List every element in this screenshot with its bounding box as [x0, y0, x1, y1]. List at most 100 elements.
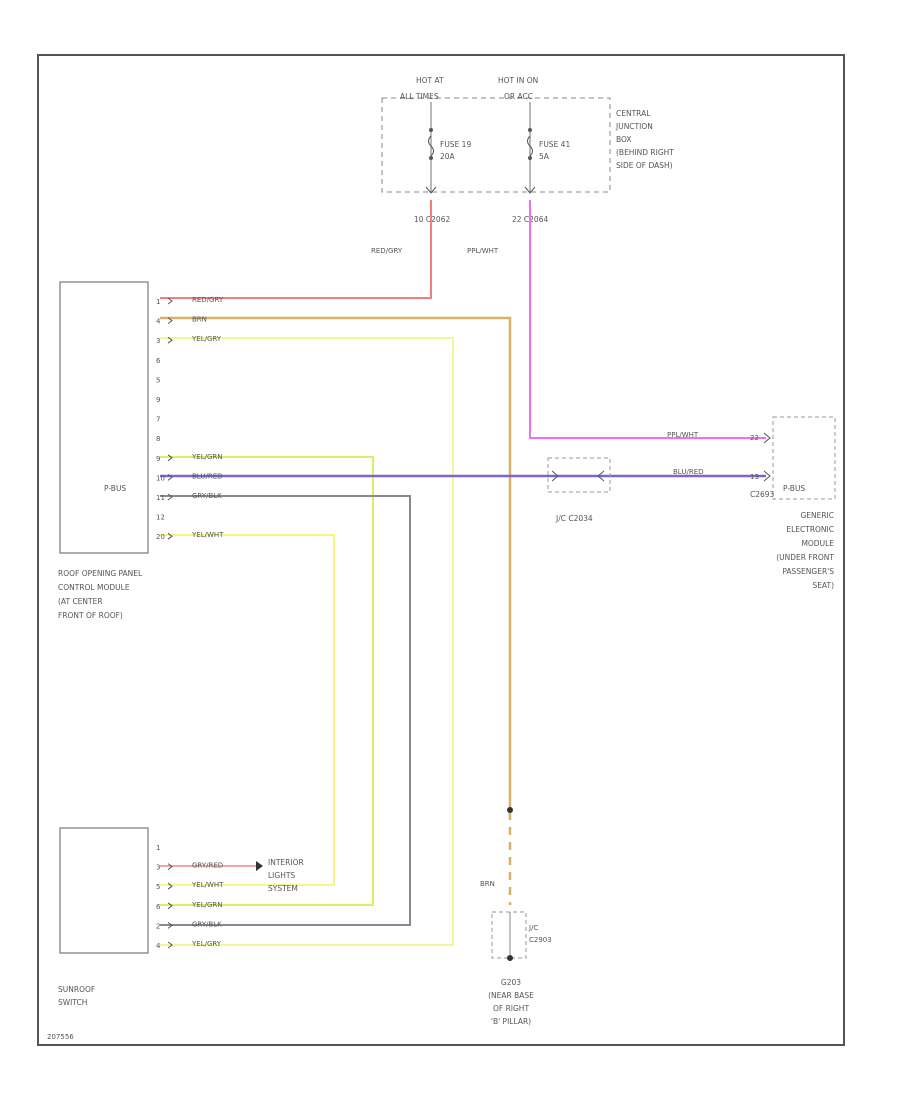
roof-module-pin-1: 4	[156, 318, 161, 326]
interior-lights-line-3: SYSTEM	[268, 884, 298, 893]
roof-module-name-1: ROOF OPENING PANEL	[58, 569, 143, 578]
fuse-right-label-2: 5A	[539, 152, 550, 161]
hot-in-on-label-2: OR ACC	[504, 92, 533, 101]
roof-module-pin-chevron-10	[167, 493, 173, 501]
roof-module-name-4: FRONT OF ROOF)	[58, 611, 123, 620]
roof-module-pin-6: 7	[156, 416, 160, 424]
roof-module-wire-label-8: YEL/GRN	[191, 453, 222, 461]
wire-label-red-gry-top: RED/GRY	[371, 247, 403, 255]
junction-label: J/C C2034	[555, 514, 593, 523]
ground-icon	[507, 955, 513, 961]
roof-module-pin-5: 9	[156, 396, 160, 404]
roof-module-wire-label-9: BLU/RED	[192, 472, 223, 480]
gem-name-6: SEAT)	[812, 581, 834, 590]
roof-module-pin-4: 5	[156, 376, 160, 384]
roof-module-wire-label-10: GRY/BLK	[192, 492, 222, 500]
ground-name-4: 'B' PILLAR)	[491, 1017, 531, 1026]
gem-pbus-label: P-BUS	[783, 484, 805, 493]
hot-in-on-label-1: HOT IN ON	[498, 76, 538, 85]
switch-pin-chevron-5	[167, 941, 173, 949]
ground-name-1: G203	[501, 978, 521, 987]
gem-wire-blu-red-label: BLU/RED	[673, 468, 704, 476]
interior-lights-line-2: LIGHTS	[268, 871, 295, 880]
roof-module-pin-chevron-2	[167, 336, 173, 344]
ground-name-3: OF RIGHT	[493, 1004, 529, 1013]
hot-at-all-times-label-2: ALL TIMES	[400, 92, 439, 101]
cjb-line-2: JUNCTION	[615, 122, 653, 131]
switch-wire-label-5: YEL/GRY	[191, 940, 222, 948]
switch-wire-label-1: GRY/RED	[192, 862, 223, 870]
roof-module-pin-8: 9	[156, 455, 160, 463]
cjb-line-5: SIDE OF DASH)	[616, 161, 673, 170]
switch-wire-label-3: YEL/GRN	[191, 901, 222, 909]
switch-pin-2: 5	[156, 883, 160, 891]
sunroof-switch: SUNROOF SWITCH 1 3 GRY/RED 5 YEL/WHT 6 YEL/GRN…	[58, 827, 224, 1007]
switch-pin-4: 2	[156, 922, 160, 930]
ground-wire-brn-label: BRN	[480, 880, 495, 888]
roof-module-wire-label-1: BRN	[192, 316, 207, 324]
roof-module-pin-chevron-1	[167, 317, 173, 324]
switch-pin-0: 1	[156, 844, 160, 852]
switch-pin-3: 6	[156, 903, 161, 911]
roof-module-pin-11: 12	[156, 514, 165, 522]
switch-pin-1: 3	[156, 864, 160, 872]
gem-name-2: ELECTRONIC	[786, 525, 834, 534]
switch-wire-label-4: GRY/BLK	[192, 920, 222, 928]
gem-name-3: MODULE	[801, 539, 834, 548]
switch-wire-label-2: YEL/WHT	[191, 881, 224, 889]
ground-g203: BRN J/C C2903 G203 (NEAR BASE OF RIGHT '…	[480, 807, 552, 1026]
fuse-left-label-1: FUSE 19	[440, 140, 471, 149]
gem-connector-label: C2693	[750, 490, 775, 499]
switch-pin-chevron-3	[167, 902, 173, 910]
switch-pin-chevron-1	[167, 863, 173, 870]
roof-module-pin-3: 6	[156, 357, 161, 365]
fuse-left-label-2: 20A	[440, 152, 456, 161]
junction-connector-c2034: J/C C2034	[547, 457, 611, 523]
roof-module-wire-label-0: RED/GRY	[192, 296, 224, 304]
gem-name-5: PASSENGER'S	[782, 567, 834, 576]
roof-module-pin-10: 11	[156, 494, 165, 502]
interior-lights-system: INTERIOR LIGHTS SYSTEM	[256, 858, 304, 893]
gem-pin-22: 22	[750, 434, 759, 442]
gem-wire-ppl-wht-label: PPL/WHT	[667, 431, 699, 439]
gem-name-4: (UNDER FRONT	[776, 553, 834, 562]
roof-module-name-2: CONTROL MODULE	[58, 583, 130, 592]
hot-at-all-times-label-1: HOT AT	[416, 76, 444, 85]
interior-lights-line-1: INTERIOR	[268, 858, 304, 867]
roof-module-name-3: (AT CENTER	[58, 597, 103, 606]
sunroof-switch-name-2: SWITCH	[58, 998, 87, 1007]
cjb-line-1: CENTRAL	[616, 109, 651, 118]
figure-id: 207556	[47, 1033, 74, 1041]
roof-module-pin-2: 3	[156, 337, 160, 345]
cjb-line-3: BOX	[616, 135, 632, 144]
wire-label-ppl-wht-top: PPL/WHT	[467, 247, 499, 255]
roof-module-wire-label-2: YEL/GRY	[191, 335, 222, 343]
fuse-41-symbol	[527, 135, 533, 157]
wires	[160, 200, 766, 946]
diagram-frame	[37, 54, 845, 1046]
roof-module-wire-label-12: YEL/WHT	[191, 531, 224, 539]
central-junction-box: HOT AT ALL TIMES HOT IN ON OR ACC FUSE 1…	[381, 76, 674, 224]
roof-module-pin-chevron-0	[167, 297, 173, 305]
roof-opening-panel-control-module: P-BUS ROOF OPENING PANEL CONTROL MODULE …	[58, 281, 224, 620]
sunroof-switch-name-1: SUNROOF	[58, 985, 95, 994]
switch-pin-5: 4	[156, 942, 161, 950]
roof-module-pin-0: 1	[156, 298, 160, 306]
roof-module-pin-7: 8	[156, 435, 160, 443]
cjb-line-4: (BEHIND RIGHT	[616, 148, 674, 157]
gem-pin-13: 13	[750, 473, 759, 481]
roof-module-pin-chevron-8	[167, 454, 173, 462]
switch-pin-chevron-2	[167, 882, 173, 890]
roof-module-pin-12: 20	[156, 533, 165, 541]
roof-module-pin-chevron-12	[167, 532, 173, 540]
generic-electronic-module: PPL/WHT BLU/RED 22 13 P-BUS C2693 GENERI…	[667, 416, 836, 590]
roof-module-pin-9: 10	[156, 474, 165, 482]
fuse-19-symbol	[428, 135, 434, 157]
connector-c2062-label: 10 C2062	[414, 215, 450, 224]
roof-module-pbus-label: P-BUS	[104, 484, 126, 493]
fuse-right-label-1: FUSE 41	[539, 140, 570, 149]
switch-pin-chevron-4	[167, 922, 173, 929]
ground-name-2: (NEAR BASE	[488, 991, 534, 1000]
roof-module-pin-chevron-9	[167, 474, 173, 481]
